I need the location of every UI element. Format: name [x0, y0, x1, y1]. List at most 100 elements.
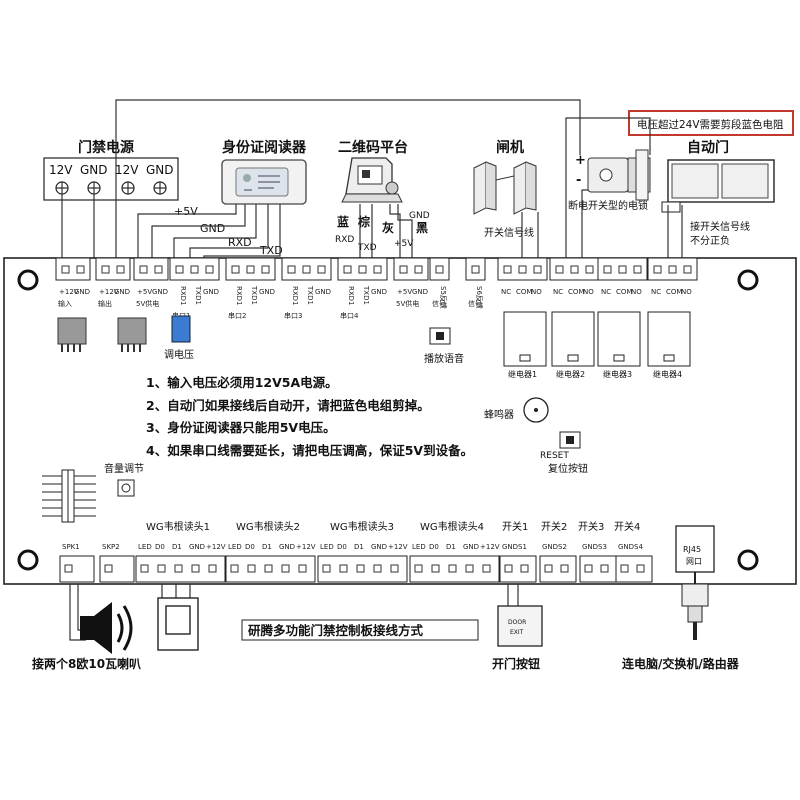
buzzer-label: 蜂鸣器 [484, 408, 514, 421]
bottom-pin-label: GND [542, 543, 558, 551]
bottom-pin-label: GND [279, 543, 295, 551]
terminal-screw [471, 265, 480, 274]
bottom-pin-label: D0 [245, 543, 255, 551]
wg-3-label: WG韦根读头3 [330, 520, 394, 533]
qr-wire-brown: 棕 [357, 214, 370, 229]
top-group-label: 5V供电 [136, 299, 159, 308]
wire-label-gnd: GND [200, 222, 225, 235]
title-box [241, 619, 479, 641]
terminal-screw [533, 265, 542, 274]
qr-pin-rxd: RXD [335, 235, 354, 245]
terminal-screw [298, 564, 307, 573]
terminal-screw [618, 265, 627, 274]
top-group-label: 串口4 [340, 312, 359, 320]
bottom-pin-label: D1 [354, 543, 364, 551]
top-pin-label: GND [371, 288, 387, 296]
power-title: 门禁电源 [78, 139, 134, 156]
terminal-screw [544, 564, 553, 573]
lock-plus: + [575, 153, 586, 168]
top-pin-label: RXD1 [179, 286, 187, 306]
terminal-screw [356, 564, 365, 573]
terminal-screw [373, 265, 382, 274]
top-pin-label: TXD1 [306, 285, 314, 305]
terminal-screw [287, 265, 296, 274]
mount-hole-br [737, 549, 759, 571]
terminal-screw [465, 564, 474, 573]
note-2: 2、自动门如果接线后自动开，请把蓝色电组剪掉。 [146, 398, 430, 413]
top-pin-label: NC [601, 288, 611, 296]
terminal-screw [633, 265, 642, 274]
left-header-pins [42, 469, 96, 523]
bottom-pin-label: +12V [388, 543, 408, 551]
top-pin-label: NO [681, 288, 692, 296]
terminal-screw [560, 564, 569, 573]
top-pin-label: GND [259, 288, 275, 296]
terminal-screw [358, 265, 367, 274]
power-terminal-3: 12V [115, 163, 139, 177]
top-group-label: 串口3 [284, 312, 302, 320]
qr-scanner-icon [341, 157, 403, 203]
bottom-pin-label: D0 [429, 543, 439, 551]
top-connector-block [95, 257, 131, 281]
top-pin-label: GND [203, 288, 219, 296]
terminal-screw [261, 265, 270, 274]
top-group-label: 输入 [58, 299, 72, 308]
top-pin-label: COM [616, 288, 632, 296]
mount-hole-tr [737, 269, 759, 291]
diagram-title: 研腾多功能门禁控制板接线方式 [248, 623, 424, 638]
qr-wire-gray: 灰 [382, 220, 394, 235]
auto-door-note-2: 不分正负 [690, 234, 730, 247]
top-group-label: 5V供电 [396, 299, 419, 308]
gate-signal-label: 开关信号线 [484, 226, 534, 239]
bottom-pin-label: D0 [337, 543, 347, 551]
terminal-screw [668, 265, 677, 274]
qr-pin-txd: TXD [357, 243, 377, 253]
qr-title: 二维码平台 [338, 139, 408, 156]
top-connector-block [133, 257, 169, 281]
terminal-screw [520, 564, 529, 573]
top-pin-label: S6反馈 [475, 286, 484, 309]
terminal-screw [154, 265, 163, 274]
bottom-pin-label: +12V [480, 543, 500, 551]
bottom-pin-label: GND [618, 543, 634, 551]
top-pin-label: NO [531, 288, 542, 296]
volume-knob[interactable] [117, 479, 135, 497]
bottom-pin-label: LED [320, 543, 334, 551]
power-terminal-2: GND [80, 163, 108, 177]
reset-label: RESET [540, 451, 569, 461]
terminal-screw [414, 564, 423, 573]
play-voice-label: 播放语音 [424, 352, 464, 365]
bottom-pin-label: GND [463, 543, 479, 551]
exit-button-icon[interactable]: DOOR EXIT [497, 605, 543, 647]
top-pin-label: RXD1 [291, 286, 299, 306]
bottom-pin-label: D1 [446, 543, 456, 551]
potentiometer-icon[interactable] [171, 315, 191, 343]
lock-minus: - [576, 173, 581, 188]
terminal-screw [343, 265, 352, 274]
relay-1-label: 继电器1 [508, 369, 537, 379]
terminal-screw [339, 564, 348, 573]
terminal-screw [390, 564, 399, 573]
bottom-pin-label: +12V [296, 543, 316, 551]
electric-lock-icon [587, 149, 651, 201]
auto-door-title: 自动门 [687, 139, 729, 156]
top-connector-block [55, 257, 91, 281]
terminal-screw [414, 265, 423, 274]
bottom-pin-label: LED [138, 543, 152, 551]
terminal-screw [653, 265, 662, 274]
relay-2-label: 继电器2 [556, 369, 585, 379]
bottom-pin-label: SPK1 [62, 543, 80, 551]
wire-label-txd: TXD [259, 244, 283, 257]
terminal-screw [191, 564, 200, 573]
top-pin-label: GND [114, 288, 130, 296]
terminal-screw [302, 265, 311, 274]
lock-caption: 断电开关型的电锁 [568, 199, 648, 212]
regulator-icons [57, 317, 147, 352]
terminal-screw [570, 265, 579, 274]
bottom-pin-label: D0 [155, 543, 165, 551]
adjust-voltage-label: 调电压 [164, 348, 194, 361]
terminal-screw [190, 265, 199, 274]
top-pin-label: +12V [59, 288, 79, 296]
terminal-screw [61, 265, 70, 274]
